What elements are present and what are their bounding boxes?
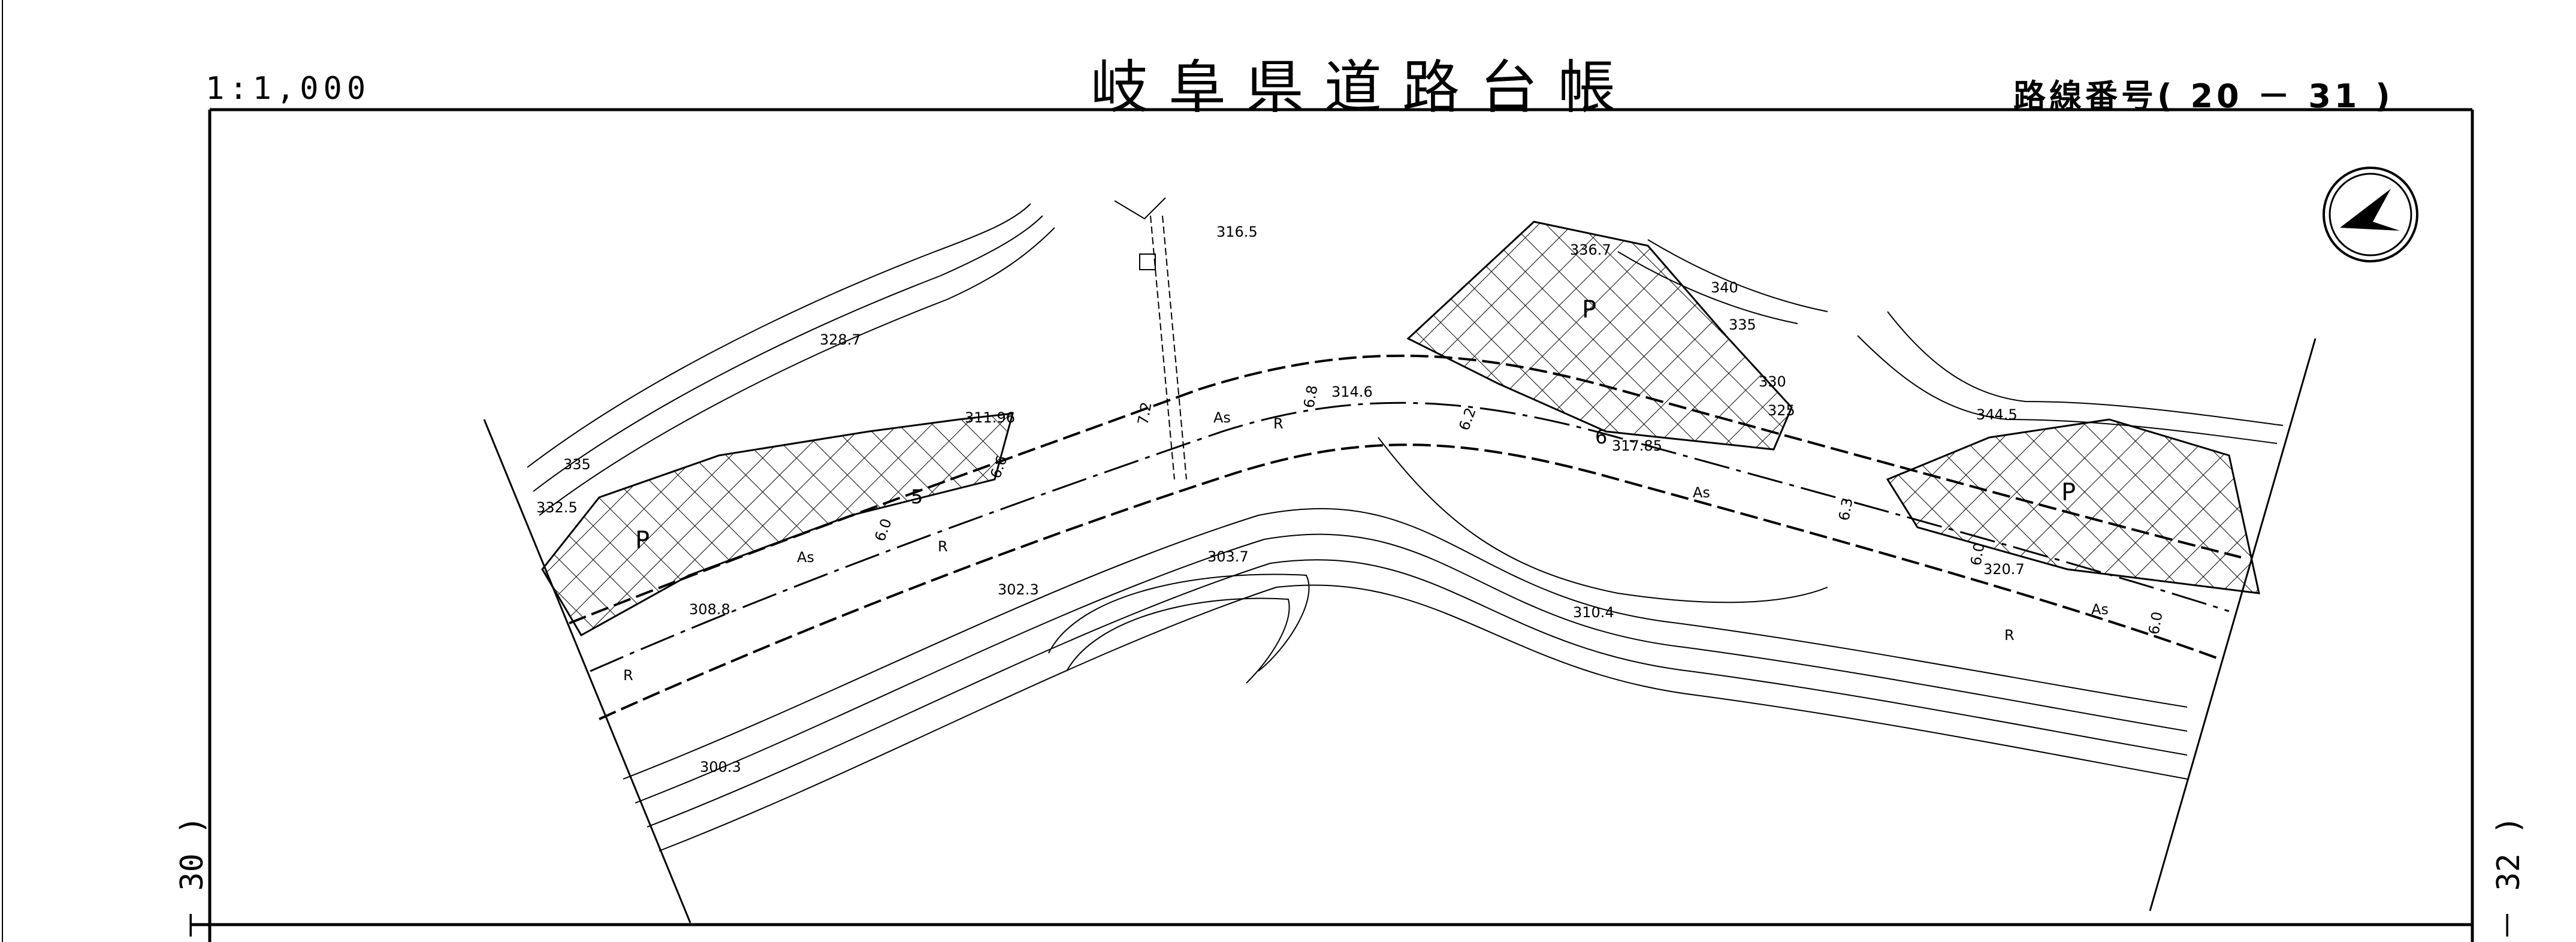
parcel-areas bbox=[541, 221, 2260, 637]
road-width-label: 6.0 bbox=[1967, 542, 1988, 567]
road-width-label: 6.8 bbox=[1300, 384, 1321, 409]
elevation-label: 340 bbox=[1711, 279, 1738, 296]
elevation-label: 328.7 bbox=[820, 331, 861, 348]
map-labels: 316.5 336.7 340 335 330 325 344.5 328.7 … bbox=[536, 224, 2166, 775]
pavement-label: As bbox=[797, 549, 814, 566]
elevation-label: 302.3 bbox=[998, 581, 1039, 598]
side-road bbox=[1114, 197, 1187, 480]
contour-lines bbox=[527, 203, 2284, 852]
pavement-label: As bbox=[2091, 601, 2109, 618]
retaining-label: R bbox=[623, 667, 633, 684]
road-lines bbox=[569, 354, 2242, 720]
retaining-label: R bbox=[938, 538, 948, 555]
parcel-label: P bbox=[1582, 296, 1596, 324]
elevation-label: 335 bbox=[563, 456, 591, 473]
pavement-label: As bbox=[1213, 409, 1231, 426]
road-width-label: 6.2 bbox=[1455, 406, 1479, 433]
road-width-label: 6.0 bbox=[871, 517, 895, 544]
map-scale: 1:1,000 bbox=[206, 71, 371, 107]
road-width-label: 7.2 bbox=[1134, 401, 1155, 426]
elevation-label: 316.5 bbox=[1216, 224, 1258, 240]
elevation-label: 300.3 bbox=[700, 759, 741, 775]
elevation-label: 336.7 bbox=[1570, 241, 1611, 258]
elevation-label: 317.85 bbox=[1612, 437, 1662, 454]
survey-boundary bbox=[483, 338, 2317, 923]
elevation-label: 311.96 bbox=[965, 409, 1015, 426]
elevation-label: 320.7 bbox=[1983, 561, 2025, 578]
elevation-label: 332.5 bbox=[536, 499, 578, 516]
elevation-label: 325 bbox=[1768, 402, 1795, 419]
elevation-label: 303.7 bbox=[1207, 548, 1249, 565]
road-width-label: 6 bbox=[1595, 425, 1607, 448]
retaining-label: R bbox=[1273, 415, 1284, 432]
elevation-label: 310.4 bbox=[1573, 604, 1614, 621]
elevation-label: 308.8 bbox=[689, 601, 730, 618]
parcel-label: P bbox=[2061, 479, 2076, 506]
road-width-label: 6.0 bbox=[2145, 611, 2166, 636]
elevation-label: 344.5 bbox=[1976, 406, 2018, 423]
retaining-label: R bbox=[2004, 627, 2015, 644]
north-arrow-icon bbox=[2323, 167, 2418, 262]
road-width-label: 5 bbox=[911, 485, 923, 508]
parcel-label: P bbox=[635, 527, 650, 554]
elevation-label: 314.6 bbox=[1331, 384, 1373, 400]
elevation-label: 330 bbox=[1759, 373, 1786, 390]
elevation-label: 335 bbox=[1729, 316, 1756, 333]
sheet-frame bbox=[2, 0, 2474, 942]
road-width-label: 6.3 bbox=[1835, 497, 1856, 522]
pavement-label: As bbox=[1693, 484, 1710, 501]
